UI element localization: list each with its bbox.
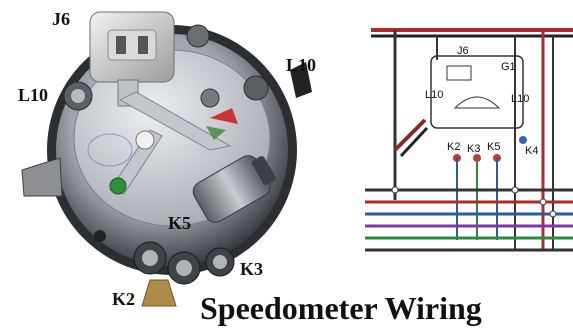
diagram-label-k2: K2 xyxy=(447,141,461,153)
wiring-schematic xyxy=(365,28,573,252)
diagram-label-g1: G1 xyxy=(501,61,516,73)
diagram-label-k3: K3 xyxy=(467,143,481,155)
speedometer-body-illustration xyxy=(21,11,312,307)
label-k2: K2 xyxy=(112,289,136,309)
speedo-cable-drive xyxy=(192,155,276,223)
right-connector xyxy=(290,62,312,98)
instrument-outline xyxy=(430,55,524,129)
diagram-label-l10-right: L10 xyxy=(511,93,530,105)
k2-connector xyxy=(141,279,177,307)
caption-title: Speedometer Wiring xyxy=(200,290,482,326)
left-bracket xyxy=(21,157,63,197)
label-j6: J6 xyxy=(52,9,70,29)
diagram-label-l10-left: L10 xyxy=(425,89,444,101)
diagram-label-j6: J6 xyxy=(457,45,469,57)
speedometer-photo: J6 L10 L10 K5 K3 K2 xyxy=(18,9,317,309)
label-l10-left: L10 xyxy=(18,85,49,105)
l10-right-socket xyxy=(243,75,269,101)
label-k3: K3 xyxy=(240,259,264,279)
wiring-diagram: J6 G1 L10 L10 K2 K3 K5 K4 xyxy=(365,0,573,270)
diagram-label-k4: K4 xyxy=(525,145,539,157)
diagram-label-k5: K5 xyxy=(487,141,501,153)
label-k5: K5 xyxy=(168,213,192,233)
label-l10-right: L10 xyxy=(286,55,317,75)
